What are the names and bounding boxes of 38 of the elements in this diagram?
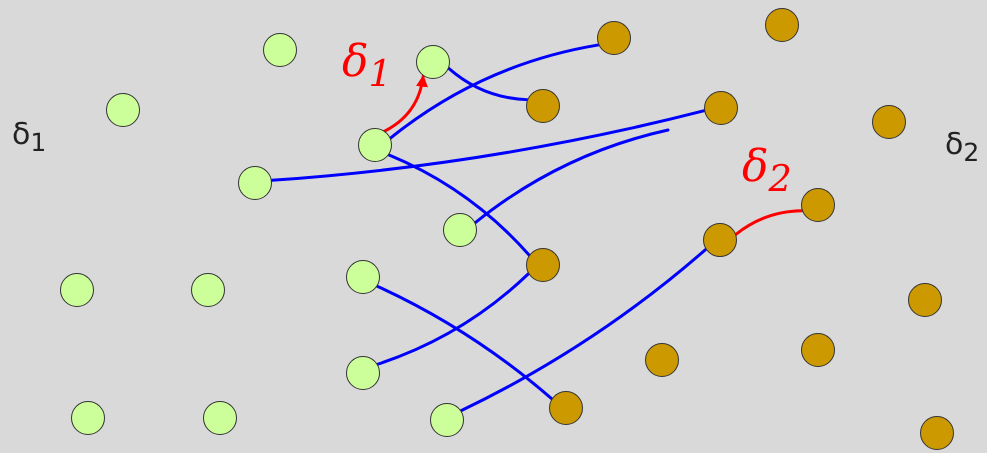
point-circle xyxy=(526,248,560,282)
connector-line xyxy=(474,128,670,224)
point-circle xyxy=(346,260,380,294)
connector-line xyxy=(447,66,529,102)
point-circle xyxy=(908,283,942,317)
connector-line xyxy=(389,43,600,140)
connector-line xyxy=(376,284,554,400)
connector-line xyxy=(270,109,706,182)
point-circle xyxy=(106,93,140,127)
connector-line xyxy=(734,209,804,236)
point-circle xyxy=(443,213,477,247)
point-circle xyxy=(191,273,225,307)
point-circle xyxy=(549,391,583,425)
distribution-label: δ$_{1}$ xyxy=(12,120,46,155)
distribution-label: δ$_{2}$ xyxy=(945,130,980,165)
connector-line xyxy=(460,248,708,412)
point-circle xyxy=(526,89,560,123)
connector-line xyxy=(387,153,531,257)
arrow xyxy=(383,74,428,133)
point-circle xyxy=(430,403,464,437)
point-circle xyxy=(765,8,799,42)
point-circle xyxy=(71,401,105,435)
point-circle xyxy=(60,273,94,307)
point-circle xyxy=(238,166,272,200)
point-circle xyxy=(597,21,631,55)
point-circle xyxy=(704,91,738,125)
point-circle xyxy=(358,128,392,162)
point-circle xyxy=(416,45,450,79)
point-circle xyxy=(346,356,380,390)
connector-line xyxy=(376,272,530,366)
point-circle xyxy=(703,223,737,257)
point-circle xyxy=(801,333,835,367)
point-circle xyxy=(645,343,679,377)
point-circle xyxy=(801,188,835,222)
point-circle xyxy=(263,33,297,67)
point-circle xyxy=(872,105,906,139)
point-circle xyxy=(920,416,954,450)
point-circle xyxy=(203,401,237,435)
